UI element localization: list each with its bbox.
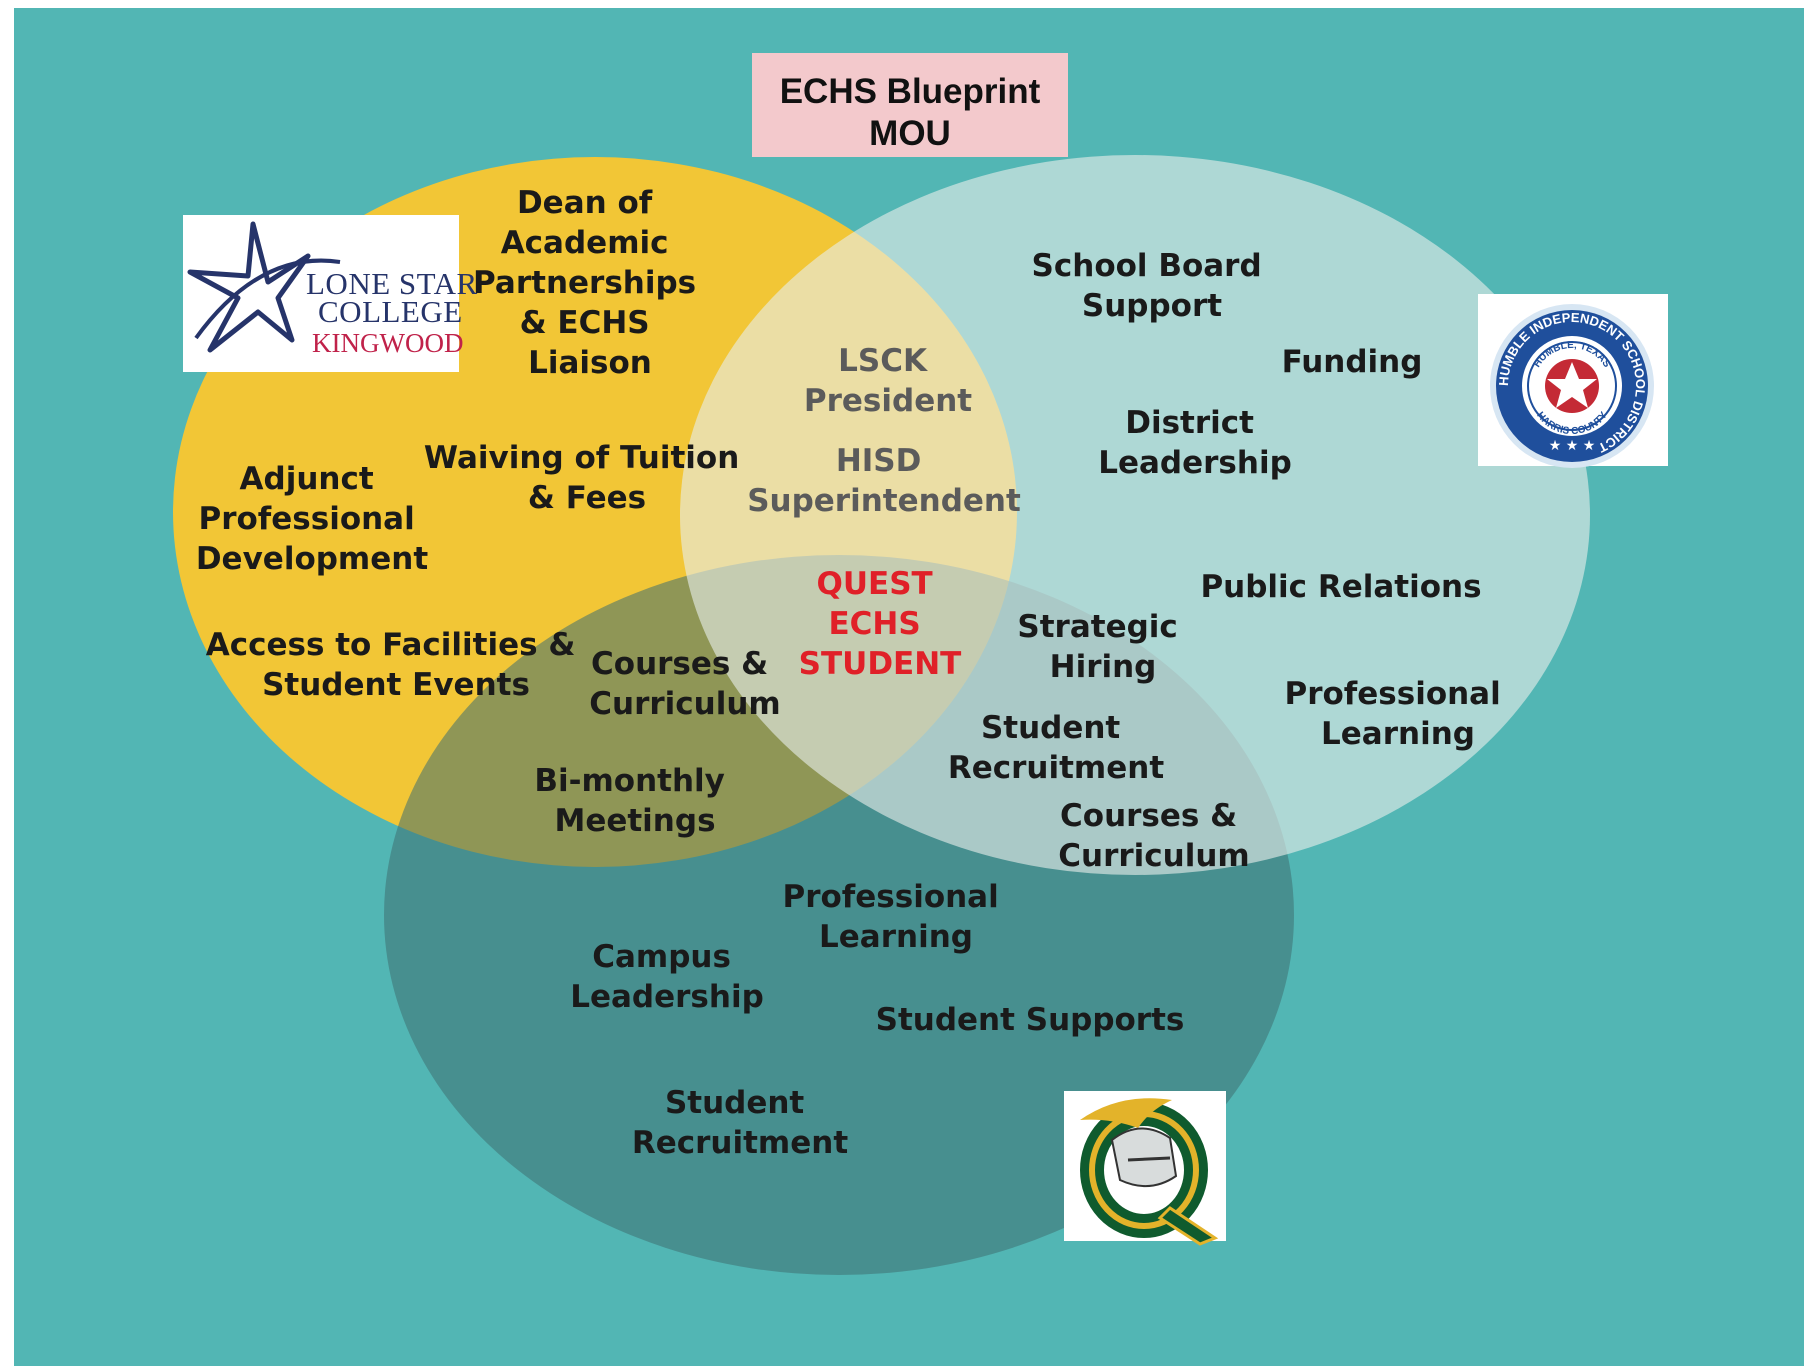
- label-hisd-superintendent: HISD Superintendent: [747, 443, 1021, 519]
- label-dean-academic-partnerships: Dean of Academic Partnerships & ECHS Lia…: [473, 185, 707, 381]
- label-bimonthly-meetings: Bi-monthly Meetings: [534, 763, 735, 839]
- title-box: ECHS Blueprint MOU: [752, 53, 1068, 157]
- label-college-campus-courses: Courses & Curriculum: [589, 646, 780, 722]
- label-access-facilities: Access to Facilities & Student Events: [206, 627, 586, 703]
- knight-helmet-icon: [1110, 1127, 1178, 1187]
- knight-plume-icon: [1080, 1098, 1172, 1128]
- label-adjunct-professional-development: Adjunct Professional Development: [196, 461, 428, 577]
- title-line-2: MOU: [869, 114, 951, 153]
- star-swoosh-icon: [194, 258, 341, 340]
- label-quest-echs-student: QUEST ECHS STUDENT: [799, 566, 962, 682]
- label-campus-professional-learning: Professional Learning: [782, 879, 1009, 955]
- label-public-relations: Public Relations: [1200, 569, 1481, 605]
- label-funding: Funding: [1282, 344, 1423, 380]
- humble-isd-seal: HUMBLE INDEPENDENT SCHOOL DISTRICT HUMBL…: [1478, 294, 1668, 468]
- label-lsck-president: LSCK President: [804, 343, 972, 419]
- label-strategic-hiring: Strategic Hiring: [1017, 609, 1188, 685]
- label-school-board-support: School Board Support: [1032, 248, 1273, 324]
- seal-stars-icon: ★ ★ ★: [1549, 438, 1596, 454]
- label-campus-leadership: Campus Leadership: [570, 939, 764, 1015]
- logo-line-3: KINGWOOD: [312, 328, 463, 358]
- label-district-professional-learning: Professional Learning: [1284, 676, 1511, 752]
- logo-line-1: LONE STAR: [306, 266, 478, 301]
- title-line-1: ECHS Blueprint: [780, 72, 1041, 111]
- label-waiving-tuition: Waiving of Tuition & Fees: [424, 440, 750, 516]
- label-district-campus-student-recruitment: Student Recruitment: [948, 710, 1164, 786]
- lone-star-college-logo: LONE STAR COLLEGE KINGWOOD: [183, 215, 478, 372]
- label-campus-student-recruitment: Student Recruitment: [632, 1085, 848, 1161]
- district-circle: [680, 155, 1590, 875]
- seal-star-icon: [1547, 362, 1597, 408]
- label-student-supports: Student Supports: [876, 1002, 1185, 1038]
- label-district-leadership: District Leadership: [1098, 405, 1292, 481]
- knight-q-logo: [1064, 1091, 1226, 1246]
- label-district-campus-courses: Courses & Curriculum: [1058, 798, 1249, 874]
- logo-line-2: COLLEGE: [318, 294, 463, 329]
